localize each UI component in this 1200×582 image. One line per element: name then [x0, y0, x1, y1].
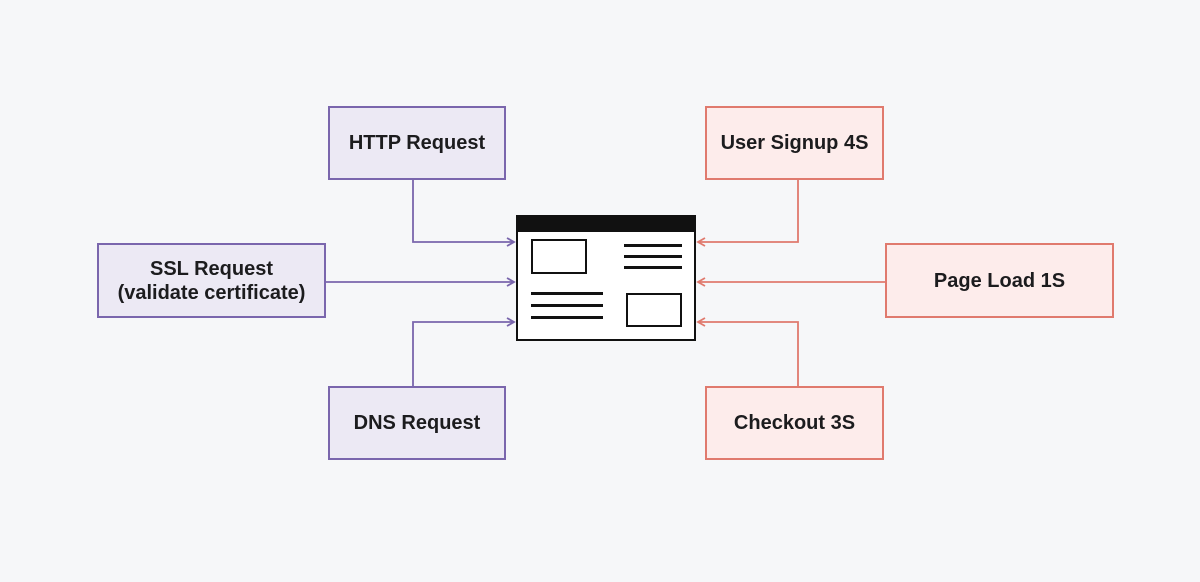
webpage-layout-icon: [516, 215, 696, 341]
ssl-request-node: SSL Request (validate certificate): [97, 243, 326, 318]
checkout-label: Checkout 3S: [733, 412, 856, 434]
connector-dns: [412, 317, 516, 386]
user-signup-label: User Signup 4S: [720, 132, 869, 154]
text-line: [624, 255, 682, 258]
checkout-node: Checkout 3S: [705, 386, 884, 460]
dns-request-label: DNS Request: [353, 412, 481, 434]
page-load-label: Page Load 1S: [933, 269, 1066, 292]
http-request-label: HTTP Request: [348, 132, 486, 154]
connector-signup: [696, 180, 799, 247]
dns-request-node: DNS Request: [328, 386, 506, 460]
text-line: [624, 266, 682, 269]
browser-titlebar: [518, 217, 694, 232]
page-load-node: Page Load 1S: [885, 243, 1114, 318]
text-line: [624, 244, 682, 247]
connector-http: [412, 180, 516, 247]
image-placeholder-bottom: [626, 293, 682, 327]
text-line: [531, 304, 603, 307]
text-line: [531, 316, 603, 319]
ssl-request-sublabel: (validate certificate): [117, 281, 306, 304]
ssl-request-label: SSL Request: [150, 257, 273, 280]
user-signup-node: User Signup 4S: [705, 106, 884, 180]
text-line: [531, 292, 603, 295]
http-request-node: HTTP Request: [328, 106, 506, 180]
connector-checkout: [696, 317, 799, 386]
image-placeholder-top: [531, 239, 587, 274]
